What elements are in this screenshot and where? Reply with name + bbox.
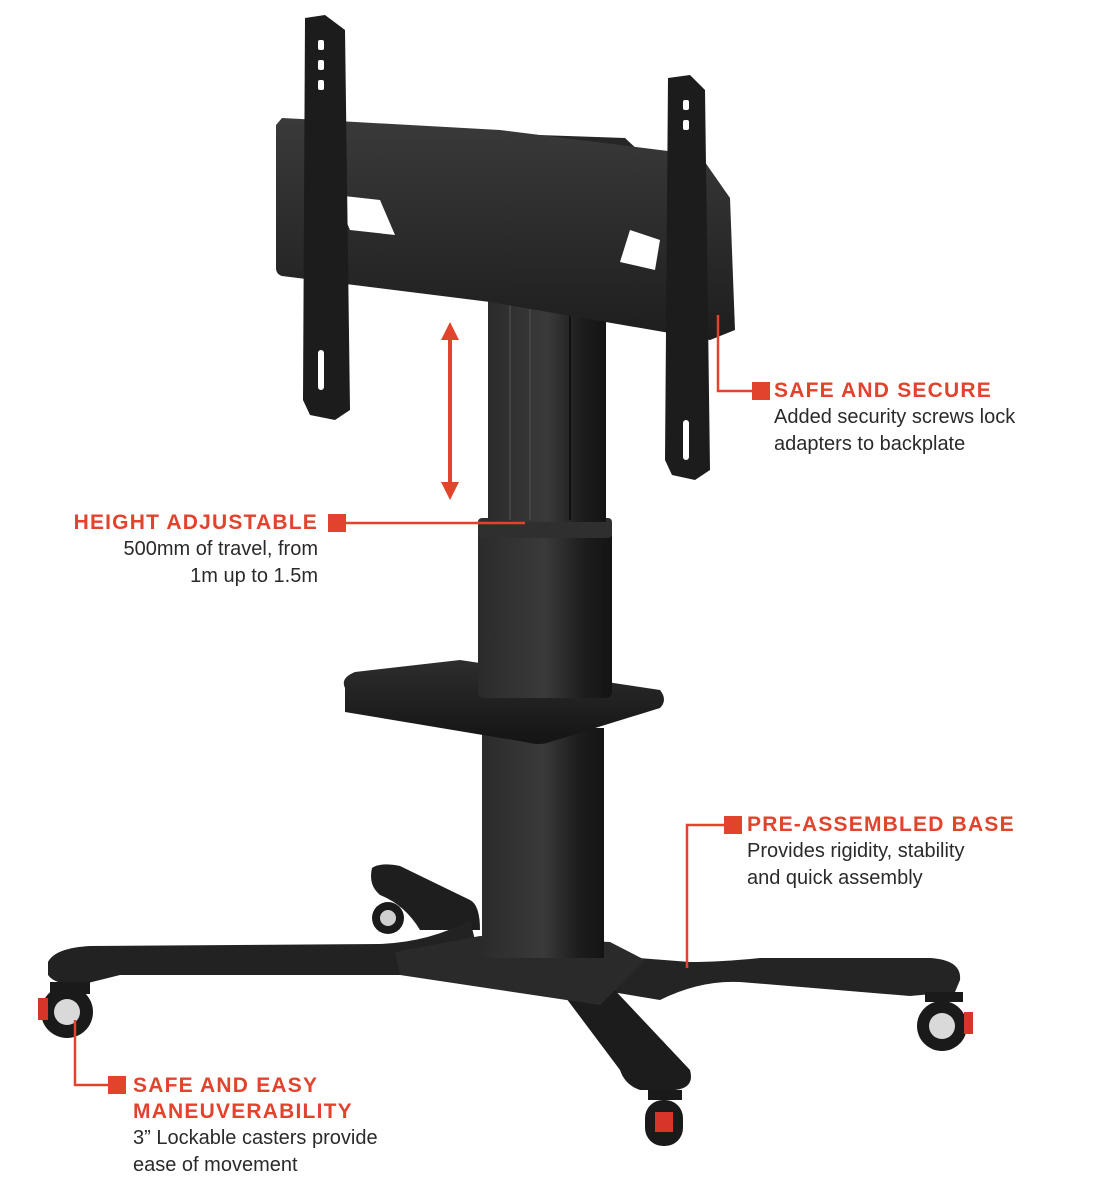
- base-arm-right: [600, 955, 961, 1000]
- column-middle: [478, 528, 612, 698]
- callout-title: PRE-ASSEMBLED BASE: [747, 813, 1015, 836]
- callout-title: MANEUVERABILITY: [133, 1100, 353, 1123]
- base-arm-front: [560, 985, 691, 1090]
- callout-desc: adapters to backplate: [774, 433, 966, 455]
- callout-height-adjustable: HEIGHT ADJUSTABLE 500mm of travel, from …: [40, 510, 318, 590]
- column-upper: [488, 300, 606, 522]
- height-arrow: [441, 322, 459, 500]
- adapter-right: [665, 75, 710, 480]
- column-lower: [482, 728, 604, 958]
- leader-markers: [108, 382, 770, 1094]
- base-arm-left: [48, 920, 480, 985]
- callout-desc: 3” Lockable casters provide: [133, 1127, 378, 1149]
- callout-desc: 500mm of travel, from: [123, 538, 318, 560]
- callout-safe-secure: SAFE AND SECURE Added security screws lo…: [774, 378, 1015, 458]
- callout-desc: ease of movement: [133, 1154, 298, 1176]
- caster-front: [645, 1090, 683, 1146]
- callout-maneuverability: SAFE AND EASY MANEUVERABILITY 3” Lockabl…: [133, 1073, 378, 1179]
- callout-desc: 1m up to 1.5m: [190, 565, 318, 587]
- caster-rear: [372, 902, 404, 934]
- plate-cutout-left: [335, 195, 395, 235]
- plate-cutout-right: [620, 230, 660, 270]
- leader-lines: [73, 315, 752, 1087]
- caster-right: [917, 992, 973, 1051]
- callout-title: SAFE AND SECURE: [774, 379, 992, 402]
- base-arm-rear: [371, 864, 480, 930]
- callout-desc: and quick assembly: [747, 867, 923, 889]
- callout-title: SAFE AND EASY: [133, 1074, 319, 1097]
- caster-left: [38, 982, 93, 1038]
- callout-title: HEIGHT ADJUSTABLE: [73, 511, 318, 534]
- backplate: [276, 118, 735, 340]
- adapter-left: [303, 15, 350, 420]
- callout-desc: Provides rigidity, stability: [747, 840, 965, 862]
- callout-desc: Added security screws lock: [774, 406, 1016, 428]
- callout-pre-assembled-base: PRE-ASSEMBLED BASE Provides rigidity, st…: [747, 812, 1015, 892]
